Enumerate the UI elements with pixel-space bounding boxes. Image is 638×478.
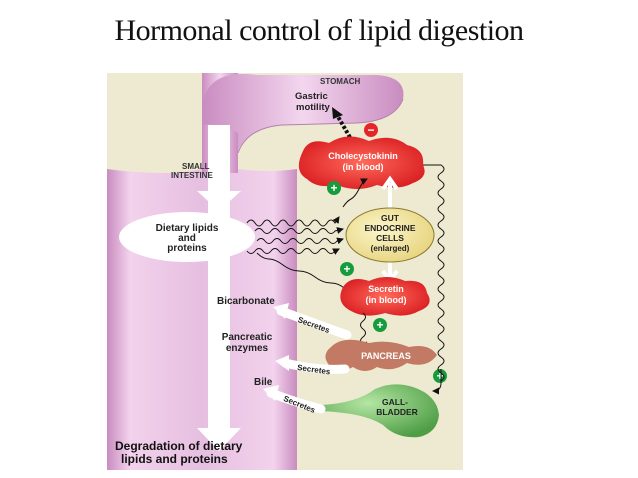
pancreas-shape: [325, 339, 437, 371]
gallbladder-label-2: BLADDER: [376, 407, 418, 417]
gut-endocrine-cells: [345, 207, 435, 263]
degradation-label-2: lipids and proteins: [121, 452, 228, 466]
secretin-blob: [340, 277, 430, 316]
plus-badge-secretin: [340, 262, 354, 276]
gastric-motility-label-1: Gastric: [295, 91, 328, 102]
dietary-lipids-label-2: and: [178, 233, 196, 244]
plus-badge-cck: [327, 181, 341, 195]
plus-sign-1: +: [330, 181, 337, 195]
secretin-signal-line: [360, 312, 367, 349]
lipid-digestion-diagram: STOMACH Gastric motility SMALL INTESTINE…: [107, 73, 463, 470]
gallbladder-label-1: GALL-: [382, 397, 408, 407]
gallbladder-stimulus-line: [432, 369, 442, 395]
endocrine-label: ENDOCRINE: [364, 223, 415, 233]
cholecystokinin-sublabel: (in blood): [343, 162, 384, 172]
plus-badge-gallbladder: [433, 369, 447, 383]
bicarbonate-arrow: [276, 306, 352, 340]
gastric-motility-label-2: motility: [296, 102, 330, 113]
cholecystokinin-label: Cholecystokinin: [328, 151, 398, 161]
secretin-label: Secretin: [368, 284, 404, 294]
stomach-outline: [237, 98, 404, 154]
signal-line-2: [254, 227, 344, 234]
secretin-sublabel: (in blood): [366, 295, 407, 305]
signal-to-cck: [342, 178, 368, 208]
cck-release-arrow: [381, 175, 399, 209]
signal-line-3: [256, 237, 344, 245]
dietary-lipids-label-3: proteins: [167, 243, 207, 254]
plus-badge-bicarbonate: [373, 318, 387, 332]
enlarged-label: (enlarged): [371, 244, 410, 253]
minus-badge: [364, 123, 378, 137]
pancreatic-enzymes-label-1: Pancreatic: [222, 332, 273, 343]
small-intestine-label-1: SMALL: [182, 162, 210, 171]
gut-label: GUT: [381, 213, 400, 223]
dietary-lipids-ellipse: [119, 212, 255, 262]
pancreas-label: PANCREAS: [361, 351, 411, 361]
cck-circulation-line: [423, 164, 445, 382]
small-intestine-label-2: INTESTINE: [171, 171, 213, 180]
enzymes-arrow: [280, 358, 350, 374]
minus-sign: −: [367, 123, 374, 137]
stomach-shape: [202, 74, 404, 151]
small-intestine-shape: [107, 73, 297, 470]
plus-sign-2: +: [343, 262, 350, 276]
gallbladder-shape: [321, 384, 439, 438]
plus-sign-3: +: [376, 318, 383, 332]
bicarbonate-label: Bicarbonate: [217, 296, 275, 307]
bile-label: Bile: [254, 377, 273, 388]
stomach-label: STOMACH: [320, 77, 361, 86]
degradation-label-1: Degradation of dietary: [115, 439, 243, 453]
pancreatic-enzymes-label-2: enzymes: [226, 343, 269, 354]
signal-line-4: [246, 248, 340, 255]
signal-line-1: [246, 216, 340, 227]
slide-title: Hormonal control of lipid digestion: [114, 14, 524, 47]
plus-sign-4: +: [436, 369, 443, 383]
cells-label: CELLS: [376, 233, 404, 243]
dietary-lipids-label-1: Dietary lipids: [156, 223, 219, 234]
cholecystokinin-blob: [298, 136, 425, 189]
